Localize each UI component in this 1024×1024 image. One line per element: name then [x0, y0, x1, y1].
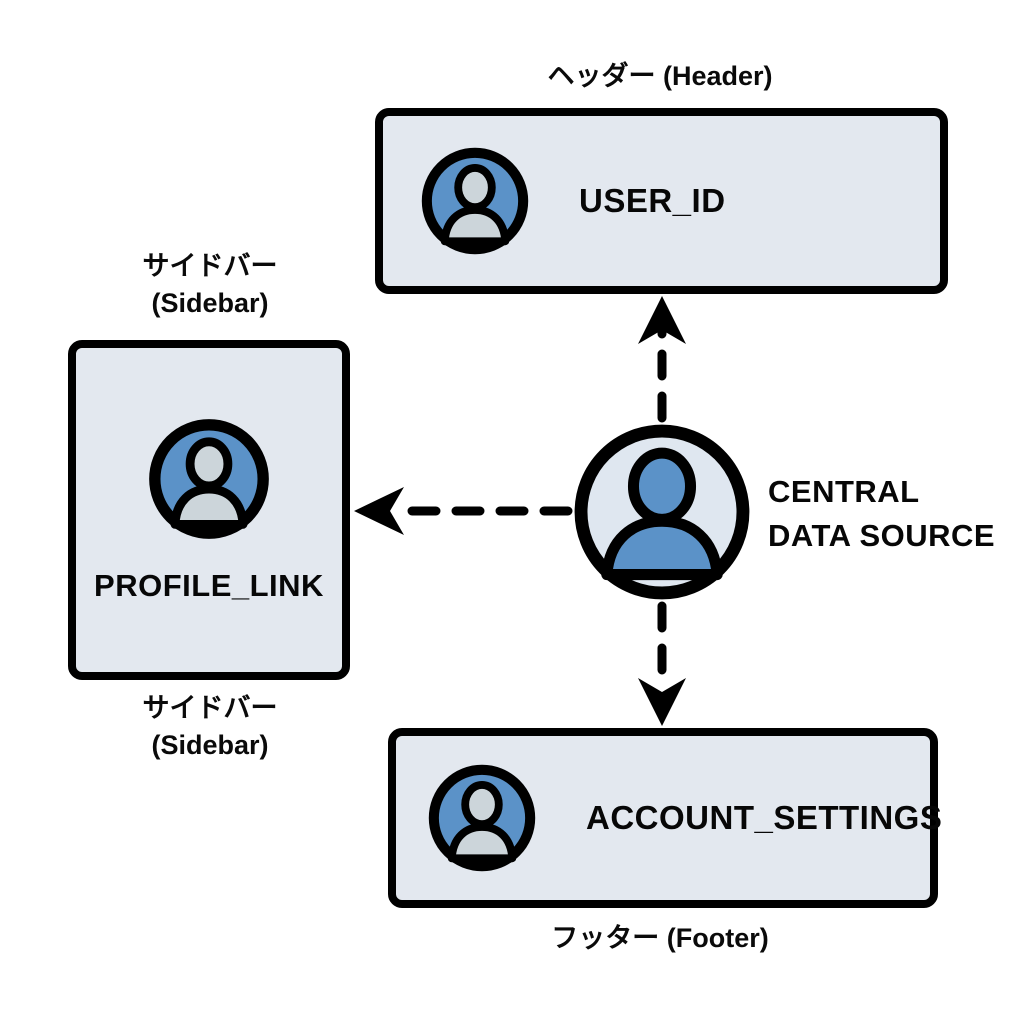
user-avatar-icon [428, 764, 536, 872]
sidebar-annotation-top-line-2: (Sidebar) [151, 288, 269, 318]
central-label-line-2: DATA SOURCE [768, 518, 996, 553]
header-node[interactable]: USER_ID [375, 108, 948, 294]
sidebar-annotation-bottom-line-1: サイドバー [142, 693, 278, 723]
footer-node-label: ACCOUNT_SETTINGS [586, 799, 943, 836]
central-data-source-label: CENTRAL DATA SOURCE [768, 470, 1018, 558]
header-annotation: ヘッダー (Header) [455, 58, 865, 95]
sidebar-annotation-top-line-1: サイドバー [142, 251, 278, 281]
connector-central-to-header [638, 296, 686, 423]
sidebar-annotation-bottom-line-2: (Sidebar) [151, 730, 269, 760]
footer-annotation: フッター (Footer) [455, 920, 865, 957]
header-node-label: USER_ID [579, 182, 726, 219]
footer-annotation-text: フッター (Footer) [551, 923, 769, 953]
sidebar-node-label: PROFILE_LINK [94, 568, 324, 603]
central-data-source-icon[interactable] [570, 420, 754, 604]
footer-node[interactable]: ACCOUNT_SETTINGS [388, 728, 942, 908]
sidebar-annotation-top: サイドバー (Sidebar) [60, 248, 360, 322]
sidebar-annotation-bottom: サイドバー (Sidebar) [60, 690, 360, 764]
user-avatar-icon [149, 419, 269, 539]
connector-central-to-sidebar [354, 487, 573, 535]
sidebar-node[interactable]: PROFILE_LINK [68, 340, 350, 680]
central-label-line-1: CENTRAL [768, 474, 920, 509]
header-annotation-text: ヘッダー (Header) [547, 61, 773, 91]
connector-central-to-footer [638, 601, 686, 726]
user-avatar-icon [421, 147, 529, 255]
